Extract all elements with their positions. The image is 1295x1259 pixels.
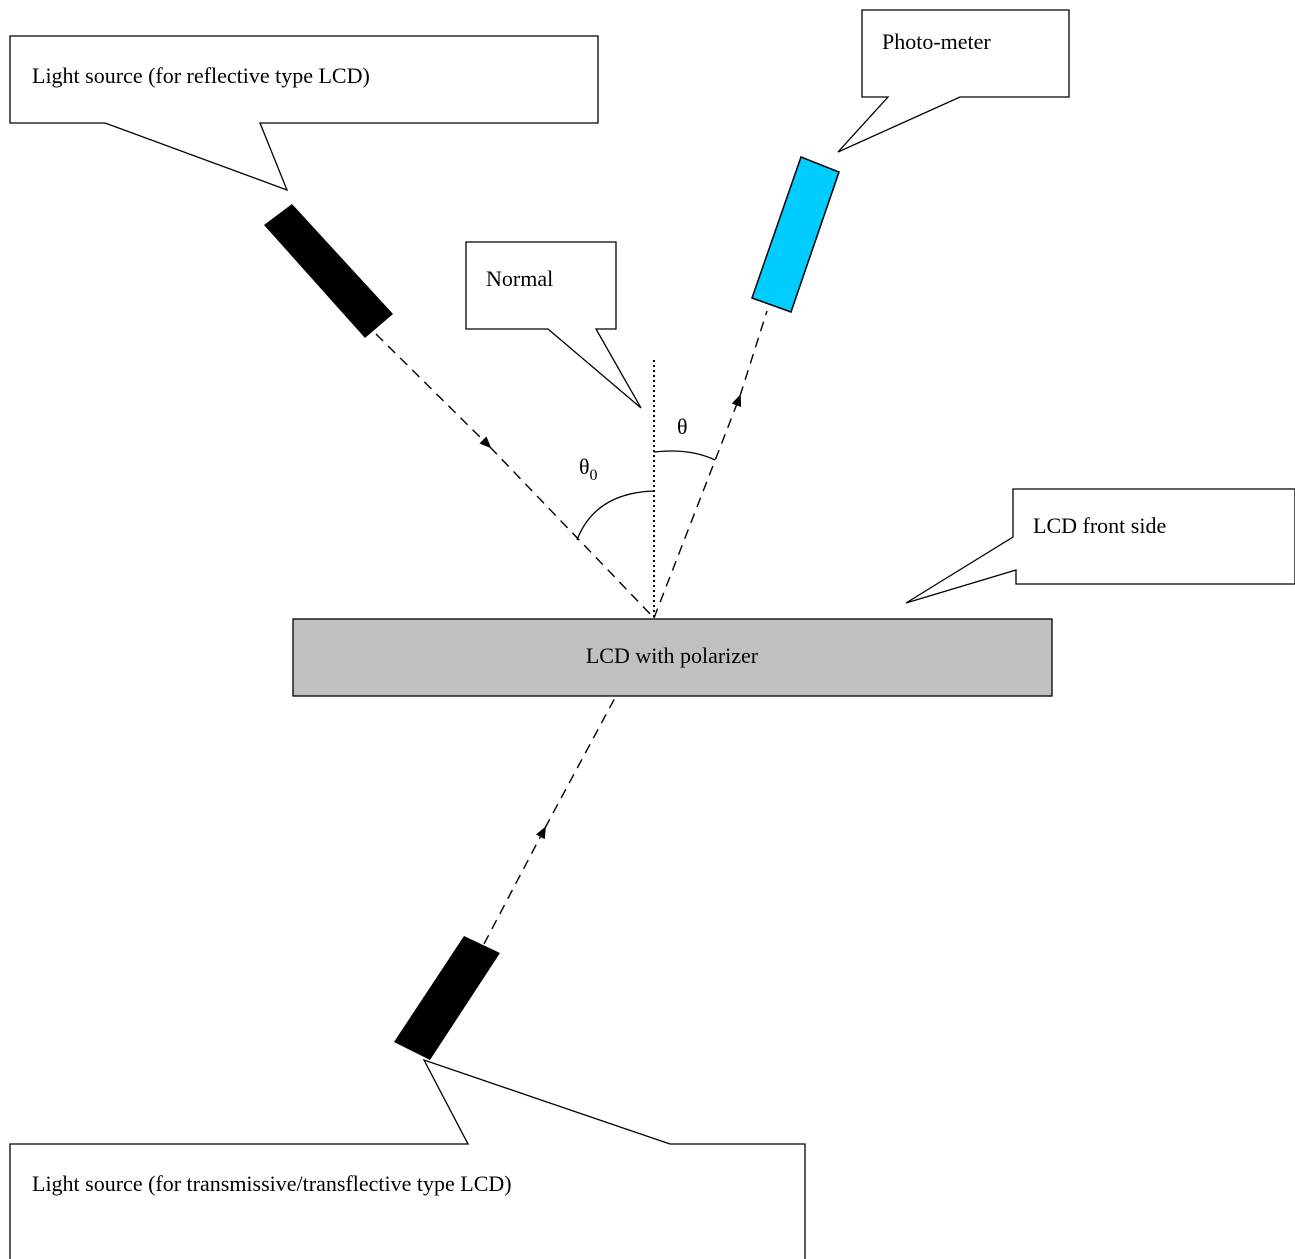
- incident-angle-label: θ0: [579, 454, 598, 484]
- callout-transmissive-light-source: Light source (for transmissive/transflec…: [9, 1058, 806, 1259]
- transmitted-beam-upper: [544, 695, 617, 829]
- callout-photometer: Photo-meter: [837, 9, 1070, 153]
- reflected-beam-upper: [739, 310, 768, 397]
- callout-photometer-text: Photo-meter: [882, 29, 991, 54]
- callout-normal-text: Normal: [486, 266, 553, 291]
- reflected-beam-lower: [653, 394, 742, 619]
- lcd-panel-label: LCD with polarizer: [586, 643, 759, 668]
- lcd-panel: [292, 618, 1053, 697]
- callout-lcd-front-side-text: LCD front side: [1033, 513, 1166, 538]
- callout-lcd-front-side: LCD front side: [905, 488, 1295, 604]
- viewing-angle-arc: [653, 450, 716, 461]
- callout-normal: Normal: [465, 241, 642, 409]
- reflective-light-source: [264, 204, 393, 338]
- incident-angle-arc: [576, 490, 655, 541]
- transmissive-light-source: [394, 936, 500, 1060]
- photometer: [751, 156, 840, 313]
- incident-beam-upper: [375, 333, 492, 449]
- callout-reflective-light-source: Light source (for reflective type LCD): [9, 35, 599, 192]
- incident-beam-lower: [489, 446, 655, 619]
- viewing-angle-label: θ: [677, 414, 688, 439]
- transmitted-beam-lower: [483, 826, 546, 945]
- callout-transmissive-light-source-text: Light source (for transmissive/transflec…: [32, 1171, 512, 1196]
- callout-reflective-light-source-text: Light source (for reflective type LCD): [32, 63, 370, 88]
